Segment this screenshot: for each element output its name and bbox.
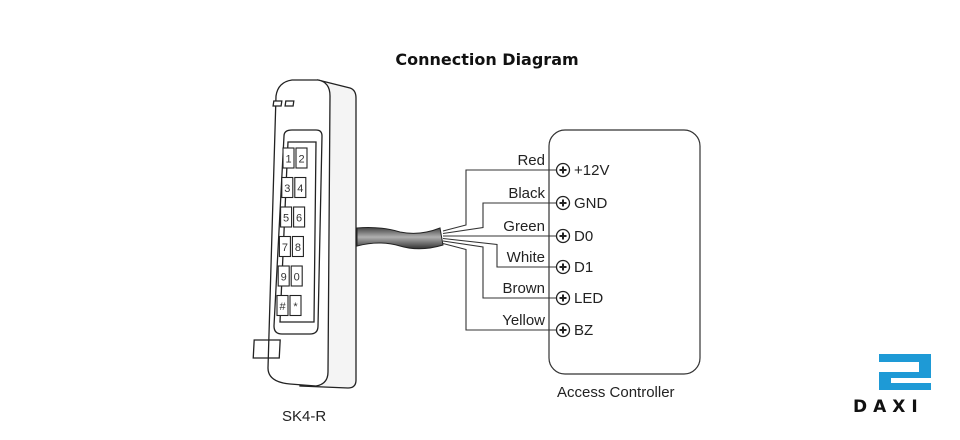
- keypad-key: 5: [280, 206, 293, 228]
- terminal-label: D0: [574, 228, 593, 245]
- key-cap: [289, 294, 302, 317]
- wire-color-label: Red: [517, 152, 545, 169]
- wire-line: [442, 242, 556, 331]
- terminal-label: BZ: [574, 322, 593, 339]
- wires: Red+12VBlackGNDGreenD0WhiteD1BrownLEDYel…: [442, 152, 609, 339]
- keypad-key: 9: [277, 265, 290, 287]
- diagram-title: Connection Diagram: [395, 50, 579, 69]
- keypad-key: 1: [282, 147, 295, 169]
- key-cap: [290, 265, 303, 287]
- wire-red: Red +12V: [442, 152, 609, 232]
- key-label: 5: [283, 213, 289, 225]
- keypad-key: 2: [295, 147, 308, 169]
- daxi-logo-text: DAXI: [853, 397, 924, 417]
- key-label: 6: [296, 213, 302, 225]
- keypad-key: 4: [294, 176, 307, 199]
- keypad-device: [252, 79, 357, 389]
- keypad-bezel: [273, 129, 323, 335]
- wire-color-label: Yellow: [502, 312, 545, 329]
- terminal-screw-icon: [555, 228, 571, 244]
- key-label: 3: [284, 183, 290, 195]
- device-label: SK4-R: [282, 408, 326, 425]
- key-label: 7: [282, 242, 288, 254]
- terminal-screw-icon: [555, 162, 571, 178]
- keypad-key: 6: [293, 206, 306, 228]
- keypad-key: 3: [281, 176, 294, 199]
- terminal-screw-icon: [555, 290, 571, 306]
- keypad-key: #: [276, 294, 289, 317]
- key-label: 4: [297, 183, 303, 195]
- wire-color-label: Green: [503, 218, 545, 235]
- wire-color-label: Black: [508, 185, 545, 202]
- keypad-key: 7: [278, 235, 291, 258]
- wire-line: [442, 237, 556, 268]
- key-label: 2: [298, 154, 304, 166]
- card-reader-window: [252, 339, 281, 359]
- wire-line: [442, 202, 556, 235]
- led-indicator: [284, 100, 295, 107]
- access-controller-box: [548, 129, 701, 375]
- wire-line: [442, 240, 556, 299]
- terminal-screw-icon: [555, 322, 571, 338]
- cable-body: [356, 227, 444, 250]
- daxi-logo-mark: [879, 354, 931, 390]
- key-label: *: [293, 301, 298, 313]
- controller-label: Access Controller: [557, 384, 675, 401]
- cable: [356, 227, 444, 250]
- led-indicator: [272, 100, 283, 107]
- key-cap: [294, 176, 307, 199]
- key-cap: [293, 206, 306, 228]
- key-cap: [281, 176, 294, 199]
- wire-color-label: Brown: [502, 280, 545, 297]
- key-label: #: [279, 301, 286, 313]
- terminal-label: LED: [574, 290, 603, 307]
- terminal-label: GND: [574, 195, 608, 212]
- key-label: 9: [281, 272, 287, 284]
- key-cap: [278, 235, 291, 258]
- terminal-screw-icon: [555, 195, 571, 211]
- key-cap: [282, 147, 295, 169]
- terminal-screw-icon: [555, 259, 571, 275]
- key-cap: [276, 294, 289, 317]
- keypad-key: 0: [290, 265, 303, 287]
- key-cap: [291, 235, 304, 258]
- key-label: 1: [285, 154, 291, 166]
- key-label: 8: [295, 242, 301, 254]
- terminal-label: +12V: [574, 162, 609, 179]
- key-label: 0: [294, 272, 300, 284]
- key-cap: [280, 206, 293, 228]
- keypad-key: *: [289, 294, 302, 317]
- wire-color-label: White: [507, 249, 545, 266]
- key-cap: [295, 147, 308, 169]
- wire-line: [442, 169, 556, 232]
- terminal-label: D1: [574, 259, 593, 276]
- keypad-key: 8: [291, 235, 304, 258]
- key-cap: [277, 265, 290, 287]
